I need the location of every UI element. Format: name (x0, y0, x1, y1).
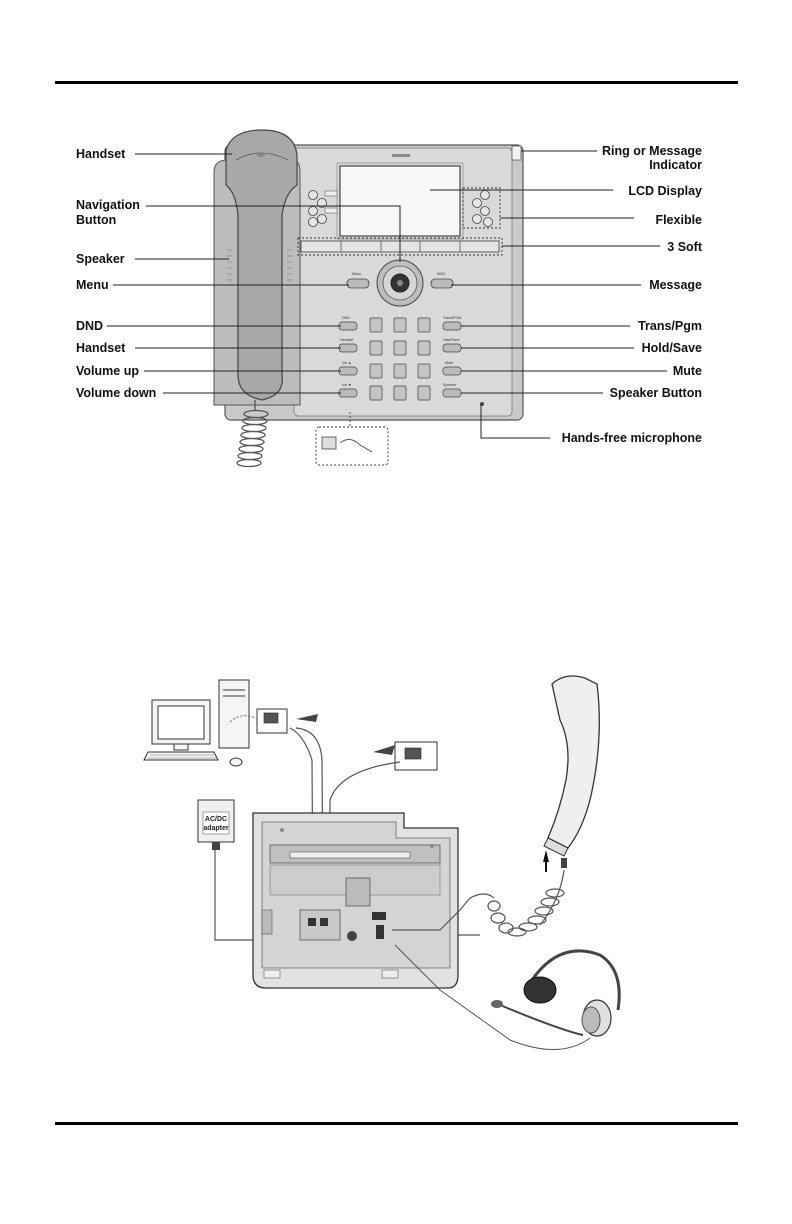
svg-text:Vol ▼: Vol ▼ (342, 383, 352, 387)
navigation-button (377, 260, 423, 306)
handset-side (543, 676, 599, 872)
label-ring-line1: Ring or Message (602, 144, 702, 158)
svg-text:Vol ▲: Vol ▲ (342, 361, 352, 365)
label-message: Message (649, 278, 702, 292)
lan-wall-jack (373, 742, 437, 770)
label-lcd: LCD Display (628, 184, 702, 198)
label-navigation-line2: Button (76, 213, 116, 227)
phone-bottom-view (253, 813, 458, 988)
svg-text:Headset: Headset (340, 338, 353, 342)
label-mute: Mute (673, 364, 702, 378)
computer (144, 680, 249, 766)
svg-text:DND: DND (342, 316, 350, 320)
label-handset-key: Handset (76, 341, 126, 355)
footer-rule (55, 1122, 738, 1125)
adapter-label-line2: adapter (203, 825, 229, 832)
label-flexible: Flexible (655, 213, 702, 227)
label-soft: 3 Soft (667, 240, 703, 254)
label-hands-free-mic: Hands-free microphone (562, 431, 702, 445)
svg-text:Trans/PGM: Trans/PGM (443, 316, 461, 320)
svg-text:MSG: MSG (437, 272, 445, 276)
pc-wall-jack (230, 709, 318, 733)
label-volume-up: Volume up (76, 364, 139, 378)
svg-text:Mute: Mute (445, 361, 453, 365)
label-trans: Trans/Pgm (638, 319, 702, 333)
svg-text:Speaker: Speaker (443, 383, 457, 387)
headset (395, 945, 619, 1050)
svg-text:Hold/Save: Hold/Save (443, 338, 460, 342)
label-ring-line2: Indicator (649, 158, 702, 172)
phone-diagram: Menu MSG DND Headset Vol ▲ Vol ▼ Trans/P… (0, 0, 792, 500)
label-navigation-line1: Navigation (76, 198, 140, 212)
label-menu: Menu (76, 278, 109, 292)
handset-cord (392, 870, 564, 936)
svg-text:Menu: Menu (352, 272, 361, 276)
label-speaker: Speaker (76, 252, 125, 266)
label-hold: Hold/Save (642, 341, 702, 355)
label-dnd: DND (76, 319, 103, 333)
label-handset: Handset (76, 147, 126, 161)
label-speaker-button: Speaker Button (610, 386, 702, 400)
msg-key (431, 279, 453, 288)
ring-indicator (512, 146, 521, 160)
ac-dc-adapter: AC/DC adapter (198, 800, 234, 850)
label-volume-down: Volume down (76, 386, 156, 400)
menu-key (347, 279, 369, 288)
adapter-label-line1: AC/DC (205, 816, 227, 823)
